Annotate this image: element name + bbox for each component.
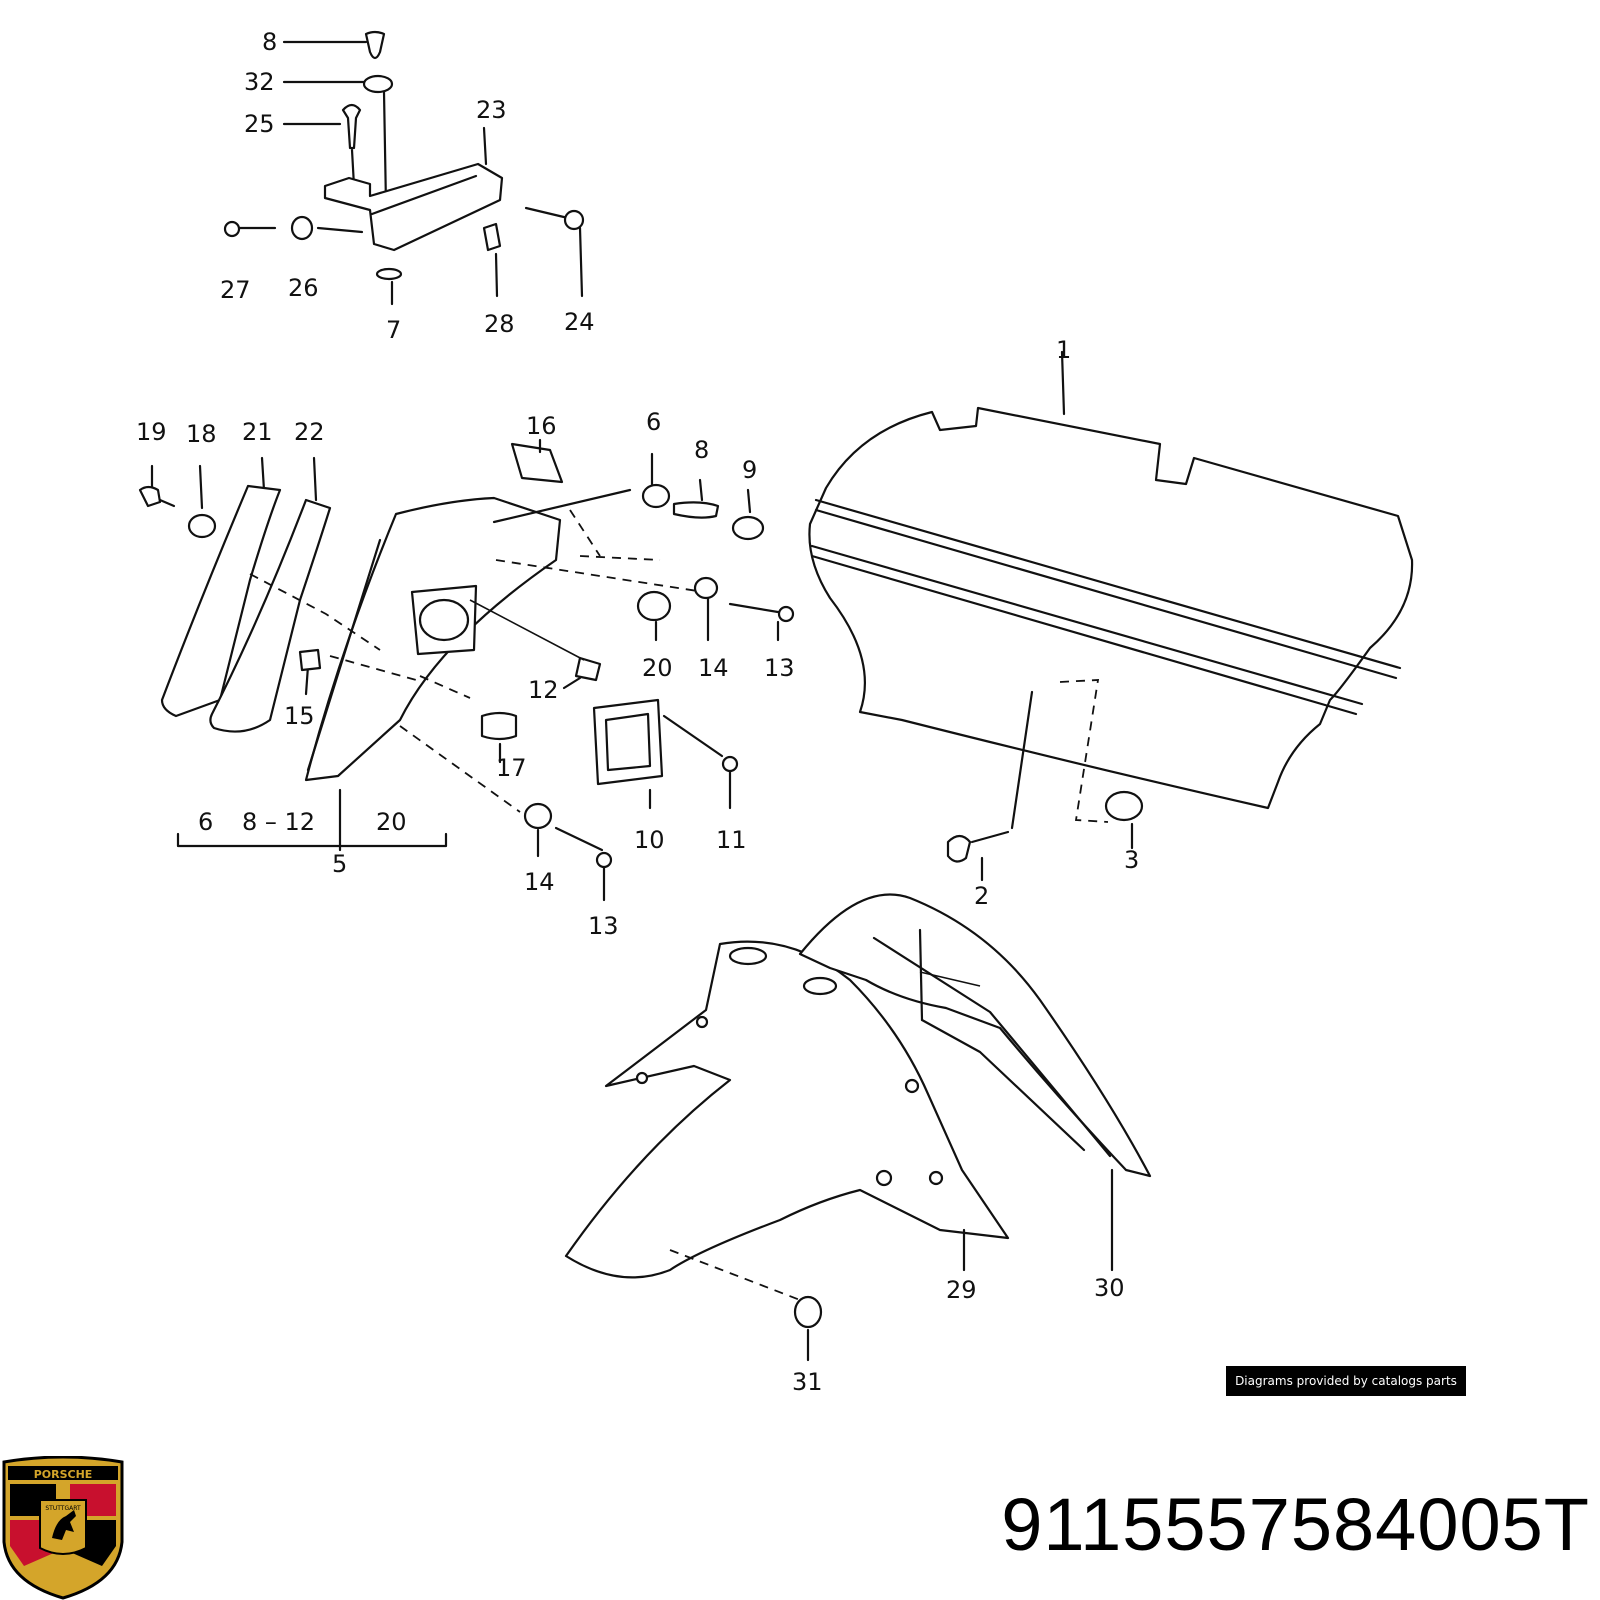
label-8-top: 8: [262, 28, 277, 56]
label-27: 27: [220, 276, 251, 304]
label-group-20: 20: [376, 808, 407, 836]
label-20: 20: [642, 654, 673, 682]
label-29: 29: [946, 1276, 977, 1304]
label-32: 32: [244, 68, 275, 96]
label-30: 30: [1094, 1274, 1125, 1302]
horse-icon: [52, 1510, 76, 1540]
part-number-title: 9115557584005T: [1001, 1483, 1590, 1566]
label-12: 12: [528, 676, 559, 704]
label-23: 23: [476, 96, 507, 124]
label-31: 31: [792, 1368, 823, 1396]
label-3: 3: [1124, 846, 1139, 874]
label-15: 15: [284, 702, 315, 730]
wheel-housing: [564, 893, 1152, 1362]
label-14-lower: 14: [524, 868, 555, 896]
side-trim-assembly: [138, 438, 795, 902]
label-9: 9: [742, 456, 757, 484]
label-26: 26: [288, 274, 319, 302]
label-6: 6: [646, 408, 661, 436]
label-10: 10: [634, 826, 665, 854]
label-group-6: 6: [198, 808, 213, 836]
porsche-crest-logo: PORSCHE STUTTGART: [2, 1456, 124, 1600]
rear-shelf-panel: [808, 350, 1414, 882]
label-21: 21: [242, 418, 273, 446]
label-11: 11: [716, 826, 747, 854]
label-18: 18: [186, 420, 217, 448]
logo-text-stuttgart: STUTTGART: [45, 1505, 81, 1512]
part-number-labels: 8 32 25 23 27 26 7 28 24 1 19 18 21 22 1…: [136, 28, 1139, 1396]
label-28: 28: [484, 310, 515, 338]
logo-text-porsche: PORSCHE: [34, 1468, 93, 1481]
label-8-mid: 8: [694, 436, 709, 464]
label-17: 17: [496, 754, 527, 782]
label-19: 19: [136, 418, 167, 446]
label-24: 24: [564, 308, 595, 336]
label-22: 22: [294, 418, 325, 446]
label-1: 1: [1056, 336, 1071, 364]
label-25: 25: [244, 110, 275, 138]
label-14-upper: 14: [698, 654, 729, 682]
label-16: 16: [526, 412, 557, 440]
label-group-8-12: 8 – 12: [242, 808, 315, 836]
label-13-lower: 13: [588, 912, 619, 940]
label-2: 2: [974, 882, 989, 910]
label-5: 5: [332, 850, 347, 878]
label-7: 7: [386, 316, 401, 344]
label-13-upper: 13: [764, 654, 795, 682]
bracket-assembly: [223, 30, 585, 306]
credit-banner: Diagrams provided by catalogs parts: [1226, 1366, 1466, 1396]
